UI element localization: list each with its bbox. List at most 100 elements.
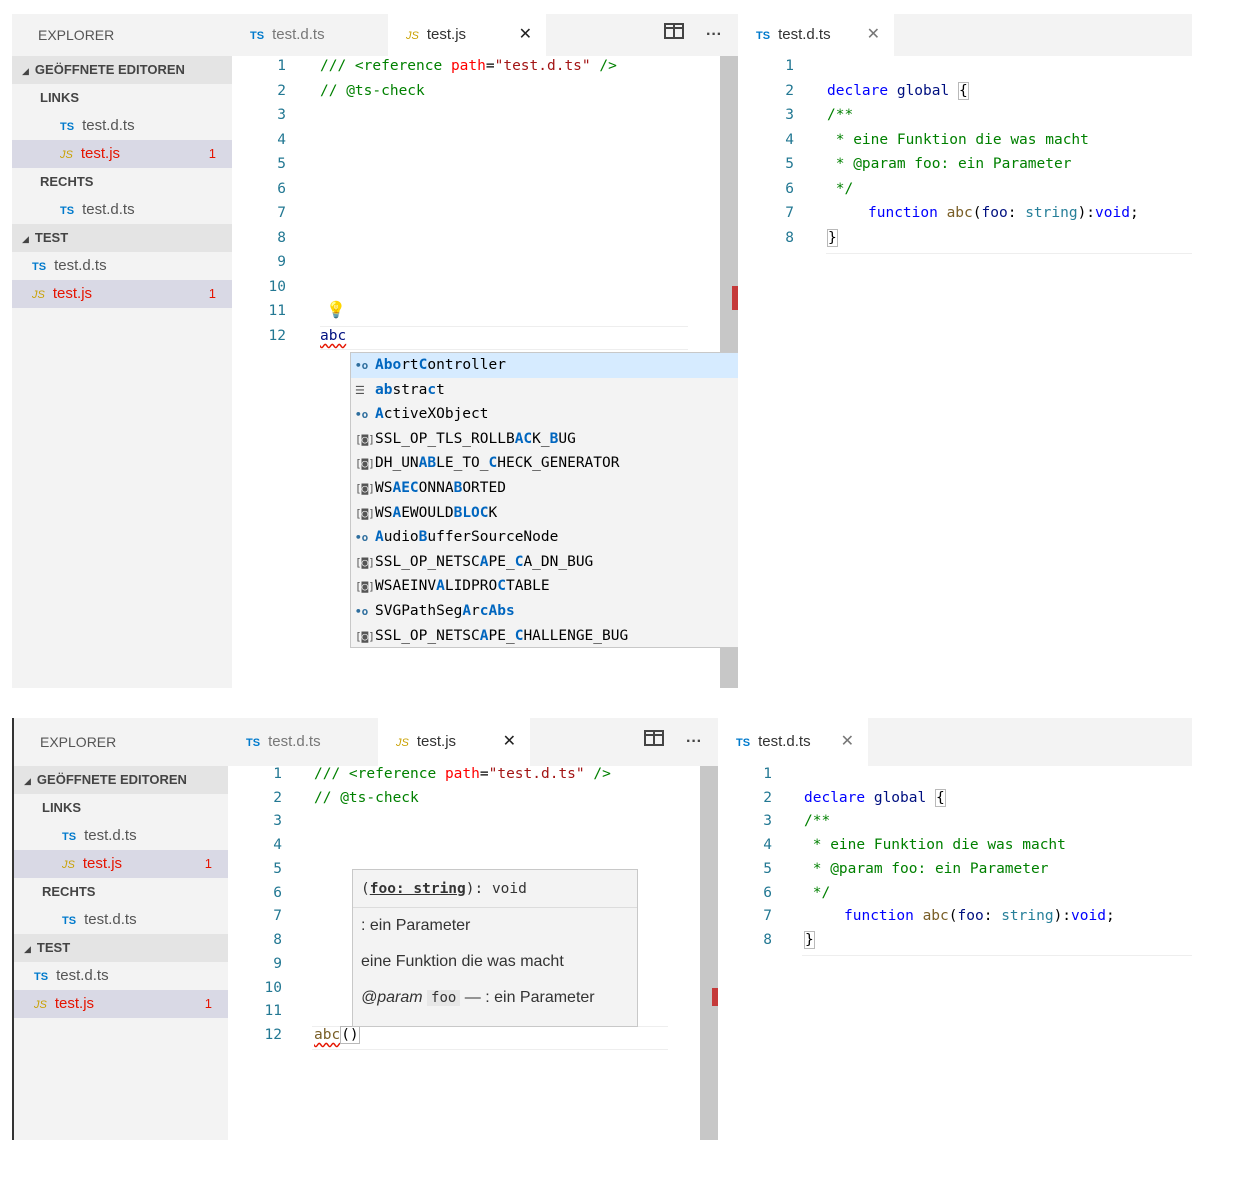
line-number: 10 <box>268 279 286 295</box>
folder-section[interactable]: ◢TEST <box>12 224 232 252</box>
close-icon[interactable]: ✕ <box>518 26 532 43</box>
line-number: 8 <box>277 230 286 246</box>
class-icon: •o <box>355 531 369 545</box>
suggestion-item[interactable]: [◙]WSAEINVALIDPROCTABLE <box>351 574 777 599</box>
keyword-icon: ☰ <box>355 383 365 397</box>
active-parameter: foo: string <box>369 881 466 897</box>
line-number: 10 <box>264 980 282 996</box>
file-label: test.js <box>82 855 123 872</box>
typescript-file-icon: TS <box>62 831 77 843</box>
right-editor[interactable]: 1 2 3 4 5 6 7 8 declare global { /** * e… <box>738 56 1192 688</box>
code-line-ts-check: // @ts-check <box>314 790 419 806</box>
line-number: 3 <box>785 107 794 123</box>
suggestion-item[interactable]: [◙]SSL_OP_NETSCAPE_CA_DN_BUG <box>351 550 777 575</box>
suggestion-item[interactable]: ☰abstract <box>351 378 777 403</box>
typescript-file-icon: TS <box>60 205 75 217</box>
variable-icon: [◙] <box>355 629 375 643</box>
collapse-triangle-icon: ◢ <box>24 944 31 954</box>
explorer-title: EXPLORER <box>38 27 115 43</box>
code-token: global <box>873 790 927 806</box>
right-editor[interactable]: 1 2 3 4 5 6 7 8 declare global { /** * e… <box>718 766 1192 1140</box>
open-editors-section[interactable]: ◢GEÖFFNETE EDITOREN <box>12 56 232 84</box>
signature-label: (foo: string): void <box>353 870 637 908</box>
line-number: 3 <box>273 813 282 829</box>
line-number: 9 <box>273 956 282 972</box>
variable-icon: [◙] <box>355 555 375 569</box>
code-token: /> <box>590 58 617 74</box>
code-line-brace-close: } <box>804 931 815 949</box>
typescript-file-icon: TS <box>250 30 265 42</box>
folder-section[interactable]: ◢TEST <box>14 934 228 962</box>
explorer-title: EXPLORER <box>40 734 117 750</box>
folder-label: TEST <box>34 230 69 245</box>
line-number: 12 <box>268 328 286 344</box>
line-number: 5 <box>763 861 772 877</box>
code-token: path <box>450 58 486 74</box>
close-icon[interactable]: ✕ <box>840 733 854 750</box>
lightbulb-icon[interactable]: 💡 <box>326 300 346 319</box>
error-count-badge: 1 <box>208 146 216 161</box>
code-line-ts-check: // @ts-check <box>320 83 425 99</box>
code-token: foo: ein Parameter <box>905 156 1072 172</box>
javascript-file-icon: JS <box>60 149 73 161</box>
tag-param: foo <box>427 990 461 1006</box>
code-token: void <box>1071 908 1106 924</box>
suggestion-item[interactable]: [◙]SSL_OP_NETSCAPE_CHALLENGE_BUG <box>351 624 777 649</box>
line-number: 4 <box>763 837 772 853</box>
code-token: /> <box>584 766 611 782</box>
file-label: test.d.ts <box>84 911 137 928</box>
tab-label: test.js <box>426 26 467 43</box>
error-count-badge: 1 <box>208 286 216 301</box>
suggestion-item[interactable]: [◙]WSAECONNABORTED <box>351 476 777 501</box>
code-line-function: function abc(foo: string):void; <box>844 908 1115 924</box>
split-editor-icon[interactable] <box>644 718 664 766</box>
close-icon[interactable]: ✕ <box>866 26 880 43</box>
typescript-file-icon: TS <box>246 737 261 749</box>
line-number: 1 <box>763 766 772 782</box>
close-icon[interactable]: ✕ <box>502 733 516 750</box>
open-editors-label: GEÖFFNETE EDITOREN <box>34 62 185 77</box>
code-line-declare: declare global { <box>804 789 946 807</box>
suggestion-item[interactable]: [◙]WSAEWOULDBLOCK <box>351 501 777 526</box>
more-actions-icon[interactable]: ··· <box>686 733 702 750</box>
line-number: 4 <box>277 132 286 148</box>
left-editor-scrollbar[interactable] <box>700 766 718 1140</box>
split-editor-icon[interactable] <box>664 14 684 56</box>
line-number: 6 <box>273 885 282 901</box>
code-token: /// <reference <box>320 58 451 74</box>
tab-label: test.js <box>416 733 457 750</box>
open-editors-section[interactable]: ◢GEÖFFNETE EDITOREN <box>14 766 228 794</box>
code-token: declare <box>827 83 889 99</box>
line-number: 5 <box>277 156 286 172</box>
suggestion-item[interactable]: [◙]SSL_OP_TLS_ROLLBACK_BUG <box>351 427 777 452</box>
more-actions-icon[interactable]: ··· <box>706 26 722 43</box>
code-token: abc <box>922 908 949 924</box>
code-token: foo: ein Parameter <box>882 861 1049 877</box>
suggestion-item[interactable]: [◙]DH_UNABLE_TO_CHECK_GENERATOR <box>351 451 777 476</box>
